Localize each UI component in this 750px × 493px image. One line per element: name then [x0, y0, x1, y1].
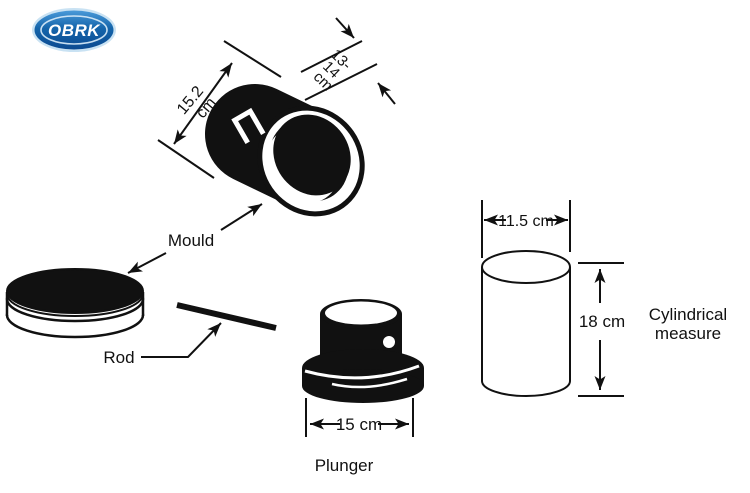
plunger-label: Plunger — [315, 456, 374, 475]
plunger-flange-highlight-long — [304, 364, 420, 380]
plunger-top-face — [325, 301, 397, 325]
cylindrical-measure: 11.5 cm 18 cm Cylindrical measure — [481, 200, 727, 397]
mould-diameter-dim-line — [173, 62, 233, 145]
mould-depth-ext-line-bottom — [304, 63, 378, 101]
mould-handle-mark — [231, 107, 266, 145]
mould-leader-to-ring — [220, 203, 263, 231]
obrk-logo: OBRK — [32, 8, 116, 52]
mould-label: Mould — [168, 231, 214, 250]
measure-label-line1: Cylindrical — [649, 305, 727, 324]
mould-depth-dim-text: 13- 14 cm — [308, 46, 358, 96]
rod-leader — [141, 322, 222, 358]
plunger-flange-highlight-short — [331, 377, 408, 389]
base-plate — [5, 268, 145, 339]
measure-label-line2: measure — [655, 324, 721, 343]
mould-leader-to-plate — [127, 252, 167, 274]
measure-body — [481, 267, 571, 397]
mould-depth-arrow-bottom — [377, 82, 396, 105]
rod-label: Rod — [103, 348, 134, 367]
rod-shape — [176, 302, 277, 331]
tamping-rod: Rod — [103, 302, 277, 367]
mould-assembly: 15.2 cm 13- 14 cm Mould — [127, 17, 396, 274]
measure-height-dim-text: 18 cm — [579, 312, 625, 331]
base-plate-top — [6, 268, 144, 314]
logo-oval — [34, 10, 114, 50]
plunger: 15 cm Plunger — [302, 299, 424, 475]
mould-depth-arrow-top — [335, 17, 355, 39]
mould-depth-ext-line-top — [300, 40, 363, 73]
measure-diameter-dim-text: 11.5 cm — [498, 213, 554, 230]
logo-inner-ring — [40, 15, 108, 45]
plunger-hole — [383, 336, 395, 348]
mould-diameter-ext-line-bottom — [157, 139, 215, 179]
plunger-width-dim-text: 15 cm — [336, 415, 382, 434]
mould-diameter-ext-line-top — [223, 40, 282, 78]
logo-text: OBRK — [48, 21, 101, 40]
measure-top-opening — [481, 250, 571, 284]
mould-bore-shadow — [273, 114, 351, 196]
